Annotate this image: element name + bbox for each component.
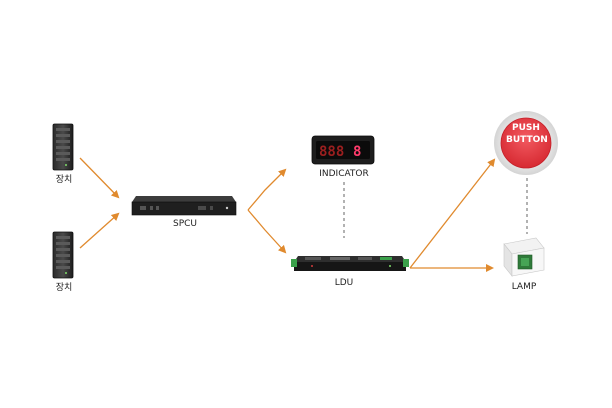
arrow-server2-to-spcu: [79, 212, 120, 249]
push-button-device: [494, 111, 558, 175]
push-button-text: PUSH BUTTON: [506, 122, 548, 146]
indicator-label: INDICATOR: [319, 169, 369, 179]
ldu-label: LDU: [334, 278, 354, 288]
lamp-label: LAMP: [511, 282, 537, 292]
indicator-digits: 888: [319, 144, 344, 160]
arrow-server1-to-spcu: [79, 157, 120, 199]
arrow-spcu-to-ldu: [247, 209, 287, 254]
server-device-2: [52, 231, 74, 279]
server-1-label: 장치: [55, 175, 73, 185]
arrow-spcu-to-indicator: [247, 168, 287, 211]
arrow-ldu-to-push-button: [409, 158, 496, 269]
spcu-device: [131, 196, 237, 216]
arrows: [79, 157, 496, 272]
indicator-device: 888 8: [311, 135, 375, 165]
spcu-label: SPCU: [172, 219, 197, 229]
server-device-1: [52, 123, 74, 171]
ldu-device: [291, 256, 409, 271]
push-button-line-2: BUTTON: [506, 135, 548, 145]
server-2-label: 장치: [55, 283, 73, 293]
lamp-device: [503, 237, 545, 277]
indicator-last-digit: 8: [353, 144, 361, 160]
push-button-line-1: PUSH: [512, 123, 540, 133]
